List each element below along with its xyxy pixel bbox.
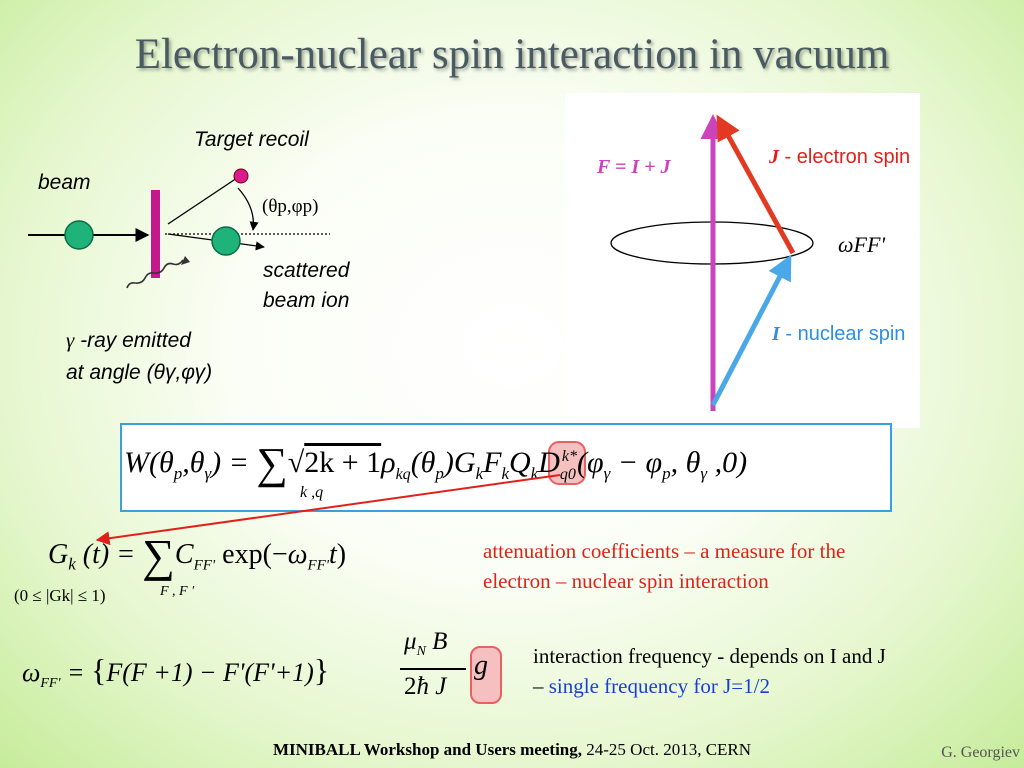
gk-highlight xyxy=(548,441,586,485)
g-highlight xyxy=(470,646,502,704)
J-vector xyxy=(716,114,796,255)
interaction-line-2: – single frequency for J=1/2 xyxy=(533,674,770,698)
main-equation-display: W(θp,θγ) = ∑√2k + 1ρkq(θp)GkFkQkDq0k*(φγ… xyxy=(124,439,748,488)
recoil-line xyxy=(167,175,241,225)
gamma-label-1: γ -ray emitted xyxy=(66,328,191,353)
footer: MINIBALL Workshop and Users meeting, 24-… xyxy=(0,740,1024,760)
gk-bounds: (0 ≤ |Gk| ≤ 1) xyxy=(14,586,106,605)
gk-equation-text: Gk(t) = ΣF,F' CFF' exp(−ωFF' t) xyxy=(0,0,1,1)
main-equation-text: W(θp,θγ) = Σk,q √(2k+1) ρkq(θp) Gk Fk Qk… xyxy=(0,0,1,1)
I-label: I - nuclear spin xyxy=(772,323,905,346)
gamma-label-2: at angle (θγ,φγ) xyxy=(66,361,213,384)
I-text: - nuclear spin xyxy=(779,323,906,345)
F-equation: F = I + J xyxy=(597,156,671,178)
slide-title: Electron-nuclear spin interaction in vac… xyxy=(134,31,890,78)
sum-index-ff: F , F ' xyxy=(160,584,195,599)
footer-bold: MINIBALL Workshop and Users meeting, xyxy=(272,740,582,759)
omega-denominator: 2ħ J xyxy=(404,673,447,700)
attenuation-line-2: electron – nuclear spin interaction xyxy=(483,569,769,593)
target-recoil-label: Target recoil xyxy=(194,128,309,151)
footer-rest: 24-25 Oct. 2013, CERN xyxy=(582,740,752,759)
scattered-ion-circle xyxy=(211,226,241,256)
omega-equation-display: ωFF' = {F(F +1) − F'(F'+1)} xyxy=(22,652,330,692)
gamma-ray-wavy xyxy=(126,259,184,289)
J-text: - electron spin xyxy=(779,146,911,168)
recoil-circle xyxy=(233,168,249,184)
target-bar xyxy=(151,190,160,278)
single-frequency-text: single frequency for J=1/2 xyxy=(548,674,770,698)
beam-label: beam xyxy=(38,171,91,194)
scattered-label-1: scattered xyxy=(263,259,350,282)
gamma-symbol: γ xyxy=(66,328,75,352)
sum-index-kq: k ,q xyxy=(300,484,324,501)
vector-diagram xyxy=(610,114,814,411)
omega-equation-text: ωFF' = {F(F+1) − F'(F'+1)} μN B / 2ħ J ·… xyxy=(0,0,1,1)
fraction-bar xyxy=(400,668,466,670)
gamma-label-text: -ray emitted xyxy=(74,329,191,352)
scattered-label-2: beam ion xyxy=(263,289,350,312)
J-label: J - electron spin xyxy=(769,146,910,169)
I-vector xyxy=(710,254,792,407)
J-symbol: J xyxy=(769,146,779,168)
g-factor: g xyxy=(474,650,488,681)
author: G. Georgiev xyxy=(941,744,1020,761)
vector-panel xyxy=(565,93,920,428)
beam-ion-circle xyxy=(64,220,94,250)
gamma-ray-head xyxy=(181,256,190,265)
omega-label: ωFF' xyxy=(838,232,886,257)
theta-phi-p-label: (θp,φp) xyxy=(262,196,319,217)
interaction-line-1: interaction frequency - depends on I and… xyxy=(533,644,886,668)
main-equation-box xyxy=(120,423,892,512)
I-symbol: I xyxy=(772,323,780,345)
omega-numerator: μN B xyxy=(404,628,448,659)
attenuation-line-1: attenuation coefficients – a measure for… xyxy=(483,539,846,563)
gk-equation-display: Gk (t) = ∑CFF' exp(−ωFF't) xyxy=(48,530,347,581)
scattering-diagram xyxy=(28,168,330,289)
angle-arc xyxy=(237,187,259,231)
